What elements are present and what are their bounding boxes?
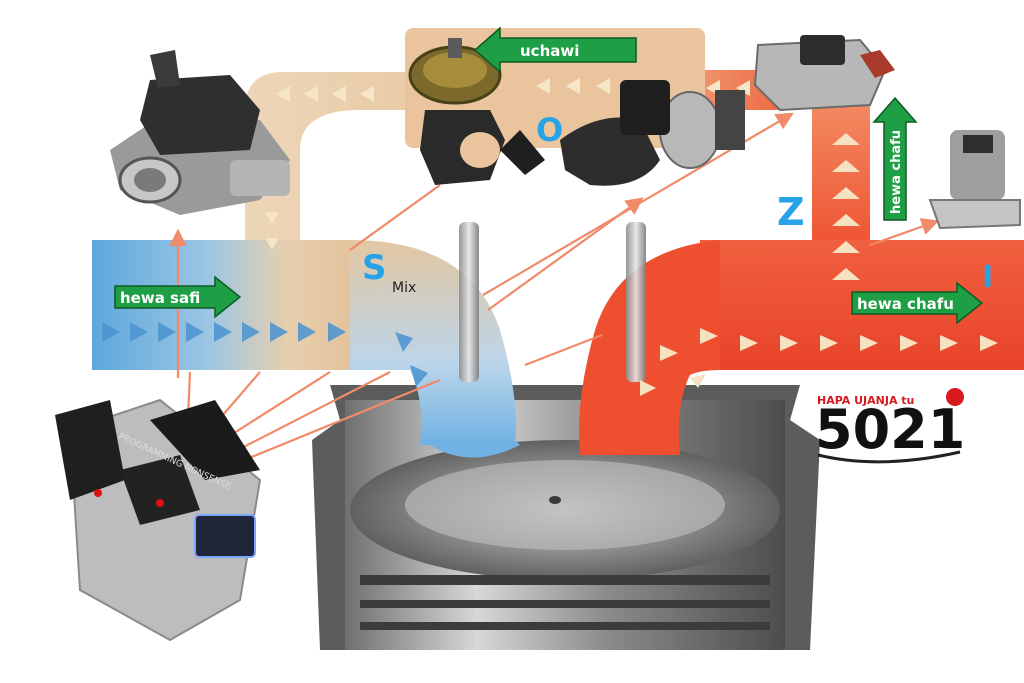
letter-i: I <box>982 260 993 295</box>
letter-z: Z <box>777 190 805 234</box>
egr-tag-label: uchawi <box>520 42 579 60</box>
arrow-exhaust: hewa chafu <box>851 281 984 325</box>
brand-tagline: HAPA UJANJA tu <box>817 394 914 407</box>
intake-valve <box>459 222 479 382</box>
valve-stem-icon <box>626 222 646 382</box>
brand-logo: HAPA UJANJA tu 5021 <box>815 388 965 464</box>
egr-valve-icon <box>753 35 895 112</box>
arrow-fresh-air: hewa safi <box>114 275 242 319</box>
intake-flow-arrows <box>102 322 428 387</box>
egr-valve-icon <box>408 38 545 185</box>
egr-valve-icon <box>560 80 745 186</box>
ecu-icon: PROGRAMMING NONSENSE <box>55 398 262 642</box>
egr-valve-icon <box>110 50 290 215</box>
mix-label: Mix <box>392 280 416 296</box>
letter-o: O <box>536 111 563 149</box>
fresh-air-label: hewa safi <box>120 289 200 307</box>
exhaust-vertical-label: hewa chafu <box>889 130 904 214</box>
arrow-exhaust-vertical: hewa chafu <box>872 96 918 221</box>
valve-stem-icon <box>459 222 479 382</box>
exhaust-valve <box>626 222 646 382</box>
exhaust-label: hewa chafu <box>857 295 954 313</box>
brand-number: 5021 <box>815 398 965 461</box>
sensor-icon <box>928 130 1021 230</box>
piston <box>312 385 820 650</box>
exhaust-flow-arrows <box>640 133 998 396</box>
letter-s: S <box>362 248 387 288</box>
arrow-egr-tag: uchawi <box>473 26 637 74</box>
